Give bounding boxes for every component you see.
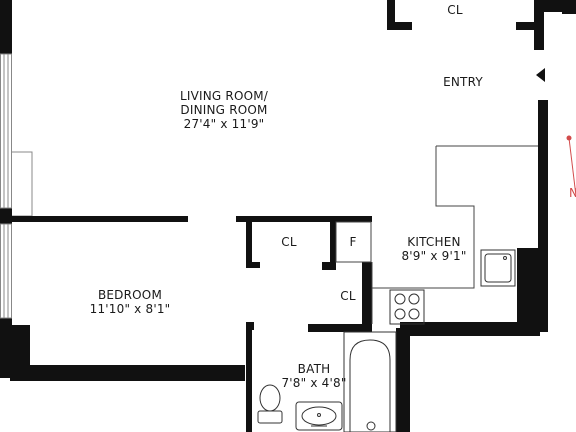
kitchen-name: KITCHEN [407,235,461,249]
stove [389,289,425,325]
window [0,53,33,319]
toilet [257,384,283,424]
entry-door-arrow-icon [536,68,545,82]
living-room-name-line1: LIVING ROOM/ [179,89,269,103]
living-room-dims: 27'4" x 11'9" [183,117,265,131]
closet-label-hall: CL [340,289,356,303]
bath-name: BATH [297,362,331,376]
partitions [335,145,538,324]
interior-walls [12,216,372,432]
entry-label: ENTRY [443,75,483,89]
living-room-name-line2: DINING ROOM [180,103,268,117]
closet-label-top: CL [447,3,463,17]
bath-dims: 7'8" x 4'8" [281,376,347,390]
bathroom-sink [295,401,343,431]
bedroom-name: BEDROOM [97,288,163,302]
fridge-label: F [349,235,357,249]
compass-north-label: N [569,186,576,200]
bedroom-dims: 11'10" x 8'1" [89,302,171,316]
bath-label: BATH 7'8" x 4'8" [281,362,346,390]
kitchen-label: KITCHEN 8'9" x 9'1" [401,235,466,263]
bathtub [343,331,397,432]
compass-icon [566,135,576,197]
living-room-label: LIVING ROOM/ DINING ROOM 27'4" x 11'9" [180,89,268,131]
closet-label-bedroom: CL [281,235,297,249]
bedroom-label: BEDROOM 11'10" x 8'1" [90,288,171,316]
kitchen-dims: 8'9" x 9'1" [401,249,467,263]
kitchen-sink [480,249,516,287]
